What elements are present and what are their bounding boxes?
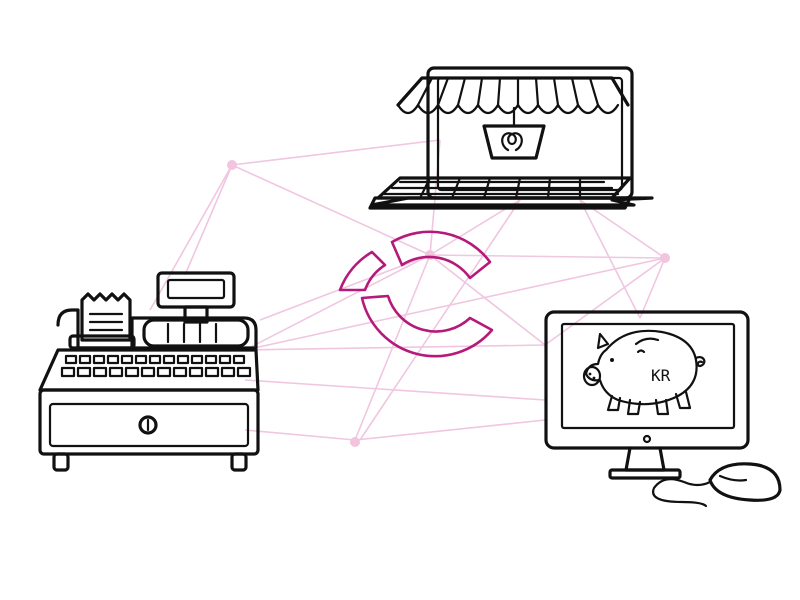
network-node	[350, 437, 360, 447]
piggy-bank-currency-text: KR	[651, 366, 671, 385]
network-node	[227, 160, 237, 170]
laptop-shop-icon	[368, 66, 654, 210]
cash-register-icon	[38, 271, 260, 472]
mouse-icon	[652, 462, 782, 508]
circular-c-logo-icon	[338, 230, 494, 358]
piggy-bank-icon: KR	[582, 329, 706, 416]
network-node	[660, 253, 670, 263]
network-lines	[149, 139, 666, 441]
desktop-monitor-icon: KR	[544, 310, 750, 480]
network-node	[425, 250, 435, 260]
